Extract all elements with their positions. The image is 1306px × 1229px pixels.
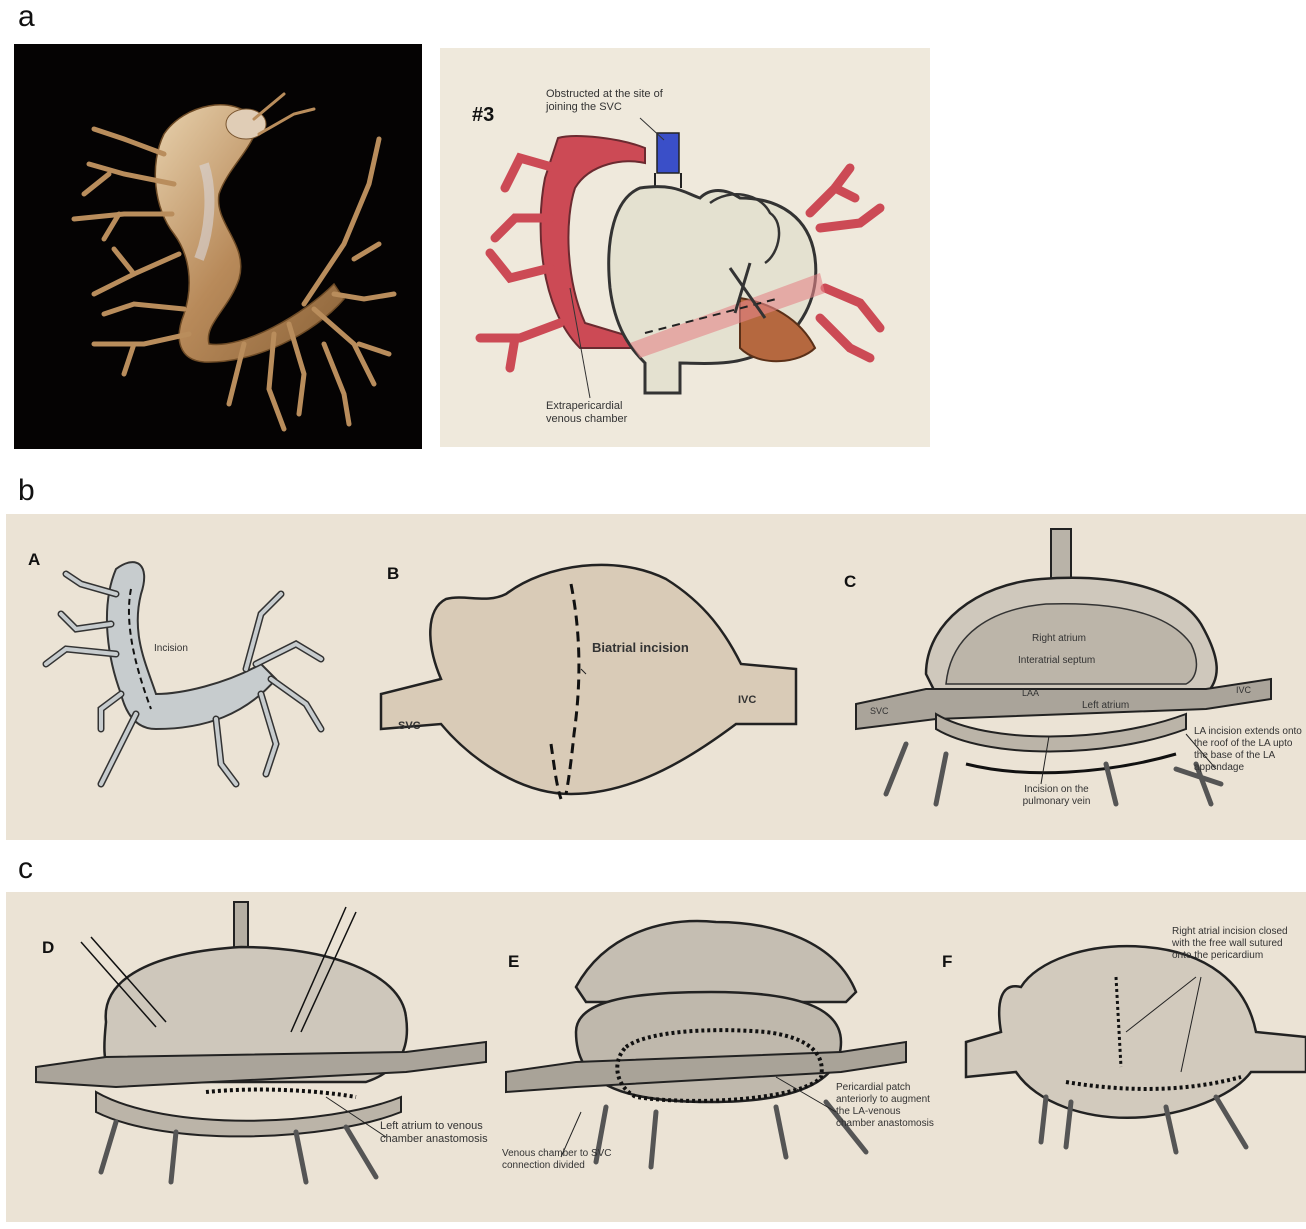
sketch-f-letter: F (942, 952, 952, 972)
scheme-number-label: #3 (472, 104, 494, 127)
laa-label: LAA (1022, 687, 1039, 700)
anastomosis-label: Left atrium to venous chamber anastomosi… (380, 1120, 490, 1146)
panel-c-background: D Left atrium to venous chamber anastomo… (6, 892, 1306, 1222)
ct-vessel-rendering (14, 44, 422, 449)
ivc-label-c: IVC (1236, 684, 1251, 697)
panel-c-drawings (6, 892, 1306, 1222)
sketch-a-letter: A (28, 550, 40, 570)
left-atrium-label: Left atrium (1082, 699, 1129, 712)
ivc-label-b: IVC (738, 694, 756, 707)
sketch-b-letter: B (387, 564, 399, 584)
obstruction-label: Obstructed at the site of joining the SV… (546, 88, 681, 114)
ct-reconstruction-image (14, 44, 422, 449)
sketch-e-letter: E (508, 952, 519, 972)
panel-letter-c: c (18, 852, 33, 886)
incision-label: Incision (154, 642, 188, 655)
panel-b-background: A Incision B Biatrial incision SVC IVC C… (6, 514, 1306, 840)
schematic-heart-diagram (440, 48, 930, 447)
panel-b-drawings (6, 514, 1306, 840)
pv-incision-label: Incision on the pulmonary vein (1009, 784, 1104, 808)
pericardial-patch-label: Pericardial patch anteriorly to augment … (836, 1082, 936, 1130)
panel-letter-a: a (18, 0, 35, 34)
sketch-c-letter: C (844, 572, 856, 592)
svc-label-b: SVC (398, 720, 421, 733)
svc-connection-divided-label: Venous chamber to SVC connection divided (502, 1148, 612, 1172)
interatrial-septum-label: Interatrial septum (1018, 654, 1095, 667)
panel-letter-b: b (18, 474, 35, 508)
venous-chamber-label: Extrapericardial venous chamber (546, 400, 656, 426)
sketch-d-letter: D (42, 938, 54, 958)
biatrial-incision-label: Biatrial incision (592, 641, 689, 654)
la-incision-label: LA incision extends onto the roof of the… (1194, 726, 1306, 774)
right-atrium-label: Right atrium (1032, 632, 1086, 645)
svc-label-c: SVC (870, 705, 889, 718)
schematic-sketch-panel: #3 Obstructed at the site of joining the… (440, 48, 930, 447)
right-atrial-closure-label: Right atrial incision closed with the fr… (1172, 926, 1302, 962)
